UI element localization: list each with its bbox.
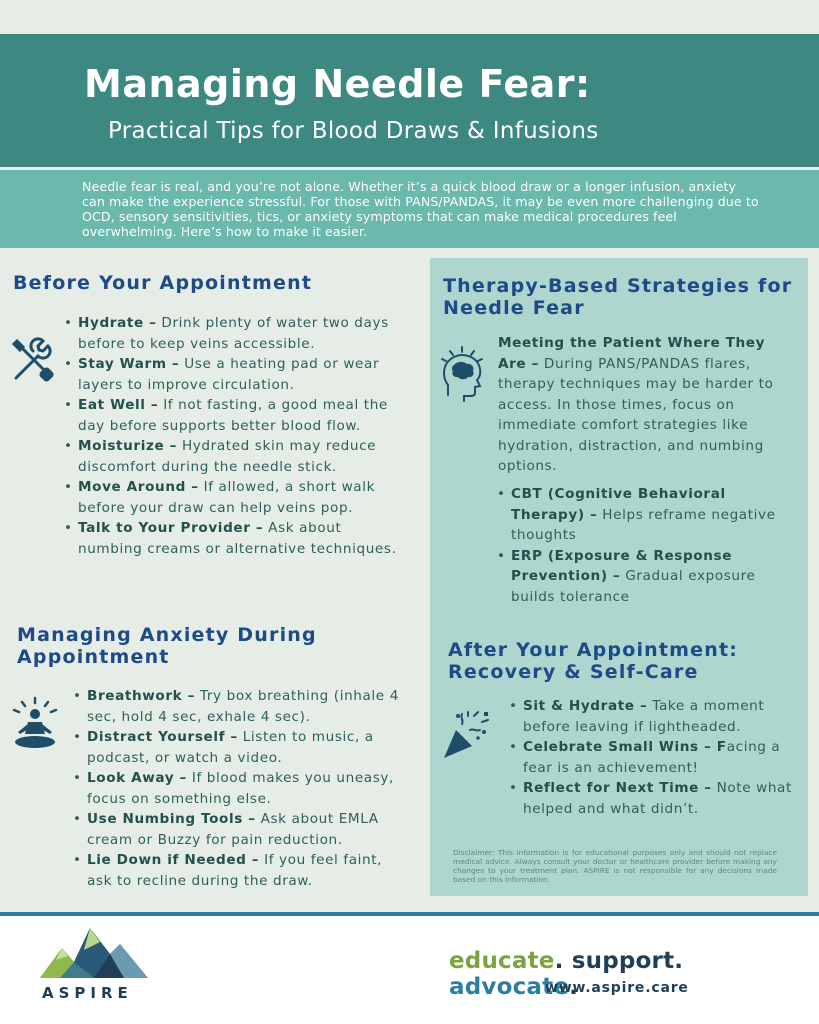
page-subtitle: Practical Tips for Blood Draws & Infusio… (108, 118, 599, 144)
slogan-educate: educate (449, 948, 555, 974)
before-section-title: Before Your Appointment (13, 272, 313, 294)
list-item: Celebrate Small Wins – Facing a fear is … (509, 737, 798, 778)
header-banner: Managing Needle Fear: Practical Tips for… (0, 34, 819, 167)
list-item: Move Around – If allowed, a short walk b… (64, 477, 403, 518)
therapy-section-title: Therapy-Based Strategies for Needle Fear (443, 275, 793, 319)
meditation-icon (10, 696, 60, 752)
list-item: Reflect for Next Time – Note what helped… (509, 778, 798, 819)
list-item: Distract Yourself – Listen to music, a p… (73, 727, 412, 768)
list-item: Lie Down if Needed – If you feel faint, … (73, 850, 412, 891)
mountain-logo-icon (40, 924, 148, 980)
therapy-list: CBT (Cognitive Behavioral Therapy) – Hel… (497, 484, 791, 608)
list-item: CBT (Cognitive Behavioral Therapy) – Hel… (497, 484, 791, 546)
anxiety-section-title: Managing Anxiety During Appointment (17, 624, 317, 668)
slogan: educate. support. advocate. (449, 948, 684, 1000)
intro-banner: Needle fear is real, and you’re not alon… (0, 170, 819, 248)
slogan-support: support (571, 948, 675, 974)
slogan-advocate: advocate (449, 974, 570, 1000)
list-item: Moisturize – Hydrated skin may reduce di… (64, 436, 403, 477)
after-section-title: After Your Appointment: Recovery & Self-… (448, 639, 739, 683)
list-item: Eat Well – If not fasting, a good meal t… (64, 395, 403, 436)
tools-icon (8, 336, 58, 386)
before-list: Hydrate – Drink plenty of water two days… (64, 313, 403, 559)
list-item: Sit & Hydrate – Take a moment before lea… (509, 696, 798, 737)
intro-text: Needle fear is real, and you’re not alon… (82, 179, 759, 239)
brand-name: ASPIRE (42, 984, 133, 1002)
anxiety-list: Breathwork – Try box breathing (inhale 4… (73, 686, 412, 891)
list-item: Look Away – If blood makes you uneasy, f… (73, 768, 412, 809)
list-item: Hydrate – Drink plenty of water two days… (64, 313, 403, 354)
list-item: Use Numbing Tools – Ask about EMLA cream… (73, 809, 412, 850)
footer-divider (0, 912, 819, 916)
website-link[interactable]: www.aspire.care (545, 980, 689, 996)
disclaimer: Disclaimer: This information is for educ… (453, 848, 777, 884)
party-popper-icon (440, 708, 492, 762)
therapy-intro: Meeting the Patient Where They Are – Dur… (498, 335, 774, 474)
brain-icon (436, 345, 488, 403)
after-list: Sit & Hydrate – Take a moment before lea… (509, 696, 798, 819)
page-title: Managing Needle Fear: (84, 62, 591, 106)
list-item: Breathwork – Try box breathing (inhale 4… (73, 686, 412, 727)
list-item: Talk to Your Provider – Ask about numbin… (64, 518, 403, 559)
list-item: Stay Warm – Use a heating pad or wear la… (64, 354, 403, 395)
list-item: ERP (Exposure & Response Prevention) – G… (497, 546, 791, 608)
